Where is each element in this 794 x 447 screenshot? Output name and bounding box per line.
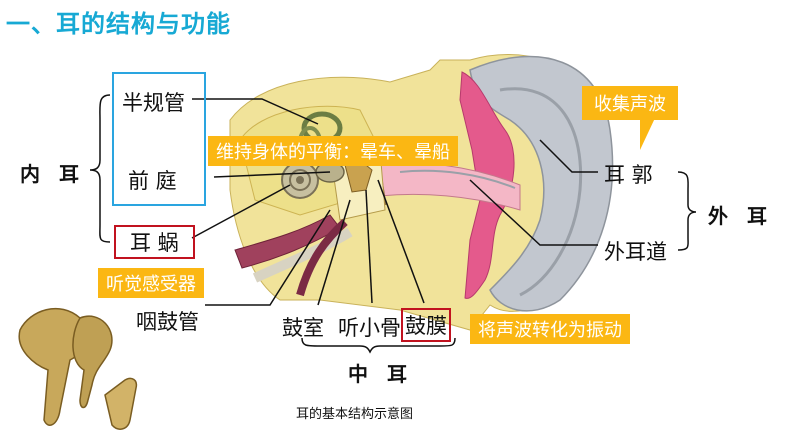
inner-ear-label: 内 耳 xyxy=(20,162,85,186)
page-title: 一、耳的结构与功能 xyxy=(6,10,231,38)
hearing-receptor-note: 听觉感受器 xyxy=(98,268,204,298)
diagram-caption: 耳的基本结构示意图 xyxy=(296,407,414,422)
tympanic-cavity-label: 鼓室 xyxy=(282,316,324,340)
auricle-label: 耳 郭 xyxy=(604,163,653,187)
inner-ear-structures-box xyxy=(112,72,206,206)
collect-sound-note: 收集声波 xyxy=(582,86,678,120)
outer-ear-label: 外 耳 xyxy=(708,204,773,228)
eustachian-tube-label: 咽鼓管 xyxy=(136,310,199,334)
eardrum-label: 鼓膜 xyxy=(401,308,451,342)
sound-to-vibration-note: 将声波转化为振动 xyxy=(470,314,630,344)
vestibule-label: 前 庭 xyxy=(128,169,177,193)
semicircular-canal-label: 半规管 xyxy=(122,91,185,115)
ear-canal-label: 外耳道 xyxy=(604,240,667,264)
cochlea-label: 耳 蜗 xyxy=(114,225,195,259)
balance-note: 维持身体的平衡：晕车、晕船 xyxy=(208,136,458,166)
ossicles-label: 听小骨 xyxy=(338,316,401,340)
middle-ear-label: 中 耳 xyxy=(348,362,413,386)
